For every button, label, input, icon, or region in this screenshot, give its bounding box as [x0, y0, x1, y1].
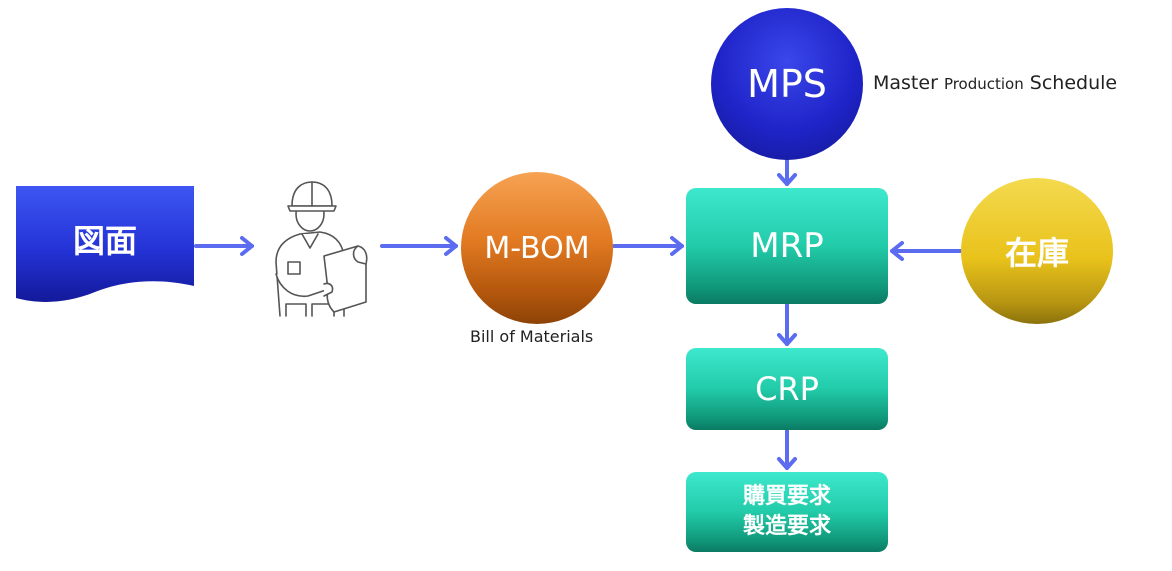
mbom-annotation: Bill of Materials — [470, 327, 594, 346]
requests-node: 購買要求 製造要求 — [686, 472, 888, 552]
mbom-node: M-BOM — [461, 172, 613, 324]
mps-annotation-production: Production — [943, 75, 1024, 93]
drawing-document-label: 図面 — [72, 222, 137, 260]
mrp-node: MRP — [686, 188, 888, 304]
drawing-document-shape — [16, 186, 194, 302]
mps-node: MPS — [711, 8, 863, 160]
purchase-request-label: 購買要求 — [742, 484, 831, 509]
crp-node: CRP — [686, 348, 888, 430]
mps-annotation-schedule: Schedule — [1029, 72, 1118, 94]
mps-annotation-master: Master — [873, 72, 938, 94]
inventory-node: 在庫 — [961, 178, 1113, 324]
engineer-reading-blueprint-icon — [275, 181, 368, 317]
mps-annotation: Master Production Schedule — [873, 72, 1117, 94]
manufacturing-request-label: 製造要求 — [742, 514, 831, 539]
